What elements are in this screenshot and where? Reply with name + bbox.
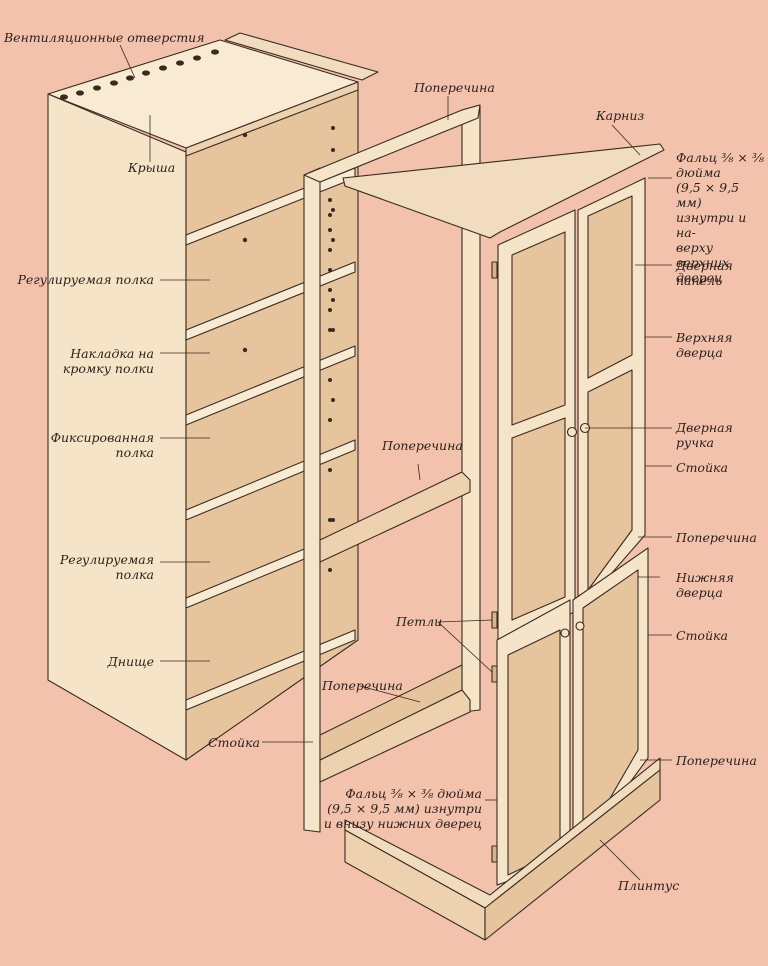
roof-front-edge bbox=[185, 81, 359, 157]
plinth bbox=[344, 757, 661, 941]
label-crossbar-top: Поперечина bbox=[414, 80, 495, 95]
label-stile-frame: Стойка bbox=[208, 735, 260, 750]
leader-lines bbox=[119, 44, 672, 881]
face-frame bbox=[303, 104, 481, 833]
label-adjustable-shelf-top: Регулируемая полка bbox=[17, 272, 154, 287]
label-vents: Вентиляционные отверстия bbox=[4, 30, 205, 45]
label-crossbar-middle: Поперечина bbox=[382, 438, 463, 453]
label-adjustable-shelf-bottom: Регулируемая полка bbox=[59, 552, 154, 582]
label-door-handle: Дверная ручка bbox=[676, 420, 733, 450]
label-fixed-shelf: Фиксированная полка bbox=[50, 430, 154, 460]
label-hinges: Петли bbox=[396, 614, 443, 629]
label-rabbet-lower: Фальц ⅜ × ⅜ дюйма (9,5 × 9,5 мм) изнутри… bbox=[323, 786, 482, 831]
lower-right-door bbox=[572, 547, 649, 861]
label-bottom: Днище bbox=[107, 654, 154, 669]
label-plinth: Плинтус bbox=[618, 878, 680, 893]
label-cornice: Карниз bbox=[596, 108, 645, 123]
cornice-molding bbox=[342, 143, 665, 239]
upper-left-door bbox=[497, 209, 576, 641]
label-crossbar-right-mid: Поперечина bbox=[676, 530, 757, 545]
label-stile-upper: Стойка bbox=[676, 460, 728, 475]
label-door-panel: Дверная панель bbox=[676, 258, 733, 288]
upper-right-door bbox=[577, 177, 646, 613]
label-upper-door: Верхняя дверца bbox=[676, 330, 733, 360]
label-rabbet-upper: Фальц ⅜ × ⅜ дюйма (9,5 × 9,5 мм) изнутри… bbox=[676, 150, 764, 285]
label-crossbar-right-low: Поперечина bbox=[676, 753, 757, 768]
label-roof: Крыша bbox=[128, 160, 176, 175]
vent-holes bbox=[60, 49, 219, 100]
carcass-top-cornice bbox=[224, 32, 379, 81]
label-crossbar-lower: Поперечина bbox=[322, 678, 403, 693]
label-stile-lower: Стойка bbox=[676, 628, 728, 643]
label-shelf-edge-trim: Накладка на кромку полки bbox=[62, 346, 154, 376]
label-lower-door: Нижняя дверца bbox=[676, 570, 734, 600]
